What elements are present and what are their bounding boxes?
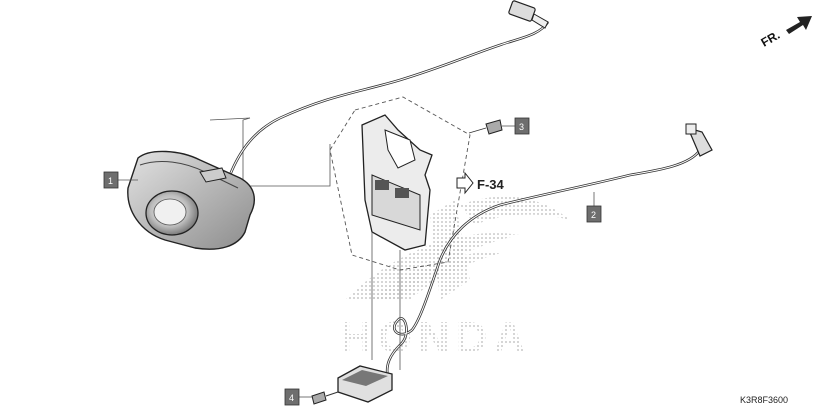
screw-part bbox=[311, 391, 339, 405]
honda-wing-watermark bbox=[345, 196, 570, 300]
bolt-part bbox=[468, 119, 503, 135]
callout-number: 2 bbox=[591, 210, 596, 220]
direction-arrow-icon bbox=[786, 16, 812, 34]
reference-note: F-34 bbox=[456, 171, 505, 195]
guide-lines bbox=[209, 117, 331, 187]
upper-connector bbox=[508, 0, 549, 29]
callout-number: 3 bbox=[519, 122, 524, 132]
callout-4: 4 bbox=[284, 388, 312, 406]
reference-arrow-icon bbox=[456, 171, 474, 195]
lower-connector bbox=[685, 123, 713, 157]
direction-label: FR. bbox=[759, 28, 783, 50]
reference-label: F-34 bbox=[477, 177, 505, 192]
direction-indicator: FR. bbox=[759, 16, 812, 50]
callout-3: 3 bbox=[502, 117, 530, 135]
license-bracket bbox=[329, 96, 471, 271]
taillight-assembly bbox=[127, 150, 256, 250]
license-light bbox=[337, 365, 393, 403]
callout-1: 1 bbox=[103, 171, 138, 189]
callout-number: 4 bbox=[289, 393, 294, 403]
callout-number: 1 bbox=[108, 176, 113, 186]
license-light-guides bbox=[371, 232, 401, 370]
figure-code: K3R8F3600 bbox=[740, 395, 788, 405]
callout-2: 2 bbox=[586, 192, 602, 223]
honda-watermark-text: HONDA bbox=[340, 313, 531, 362]
